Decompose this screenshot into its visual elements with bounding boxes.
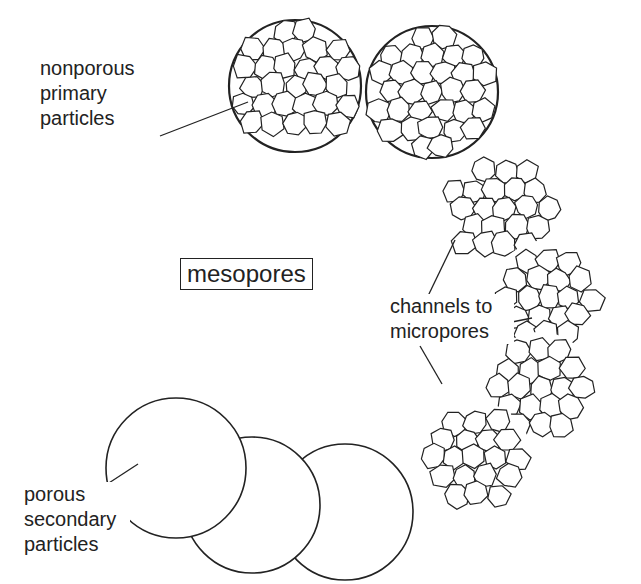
primary-cluster: [484, 332, 596, 444]
leader-line: [160, 102, 248, 136]
primary-cluster: [420, 402, 532, 514]
primary-particle: [494, 429, 521, 450]
primary-particle: [326, 112, 351, 136]
primary-particle: [491, 231, 515, 256]
leader-line: [512, 318, 532, 322]
primary-particle: [261, 112, 284, 137]
primary-particle: [488, 486, 511, 507]
primary-particle: [304, 111, 327, 134]
part-label: porous secondary particles: [22, 482, 130, 557]
leader-lines: [92, 102, 532, 494]
porous-secondary-particles: [106, 398, 413, 580]
cluster-outline: [484, 332, 596, 444]
part-label: channels to micropores: [388, 294, 514, 344]
primary-cluster: [229, 18, 361, 152]
primary-particle: [486, 373, 510, 397]
primary-particle: [569, 376, 595, 398]
cluster-outline: [229, 20, 361, 152]
primary-particle: [387, 97, 409, 121]
primary-particle: [496, 463, 522, 487]
primary-particle: [550, 413, 573, 437]
primary-particle: [460, 118, 485, 139]
primary-particle: [559, 357, 585, 378]
primary-particle: [283, 112, 307, 135]
cluster-outline: [366, 26, 498, 158]
primary-particle: [272, 91, 297, 116]
primary-particle: [233, 55, 257, 78]
primary-cluster: [366, 25, 498, 159]
part-label: nonporous primary particles: [38, 56, 160, 131]
region-label: mesopores: [187, 260, 306, 288]
primary-particle: [569, 266, 591, 292]
region-box: mesopores: [180, 258, 313, 290]
primary-particle: [427, 135, 453, 158]
primary-particle: [464, 481, 488, 505]
cluster-outline: [420, 402, 532, 514]
leader-line: [428, 240, 455, 296]
leader-line: [420, 346, 442, 384]
primary-particle: [377, 119, 402, 141]
